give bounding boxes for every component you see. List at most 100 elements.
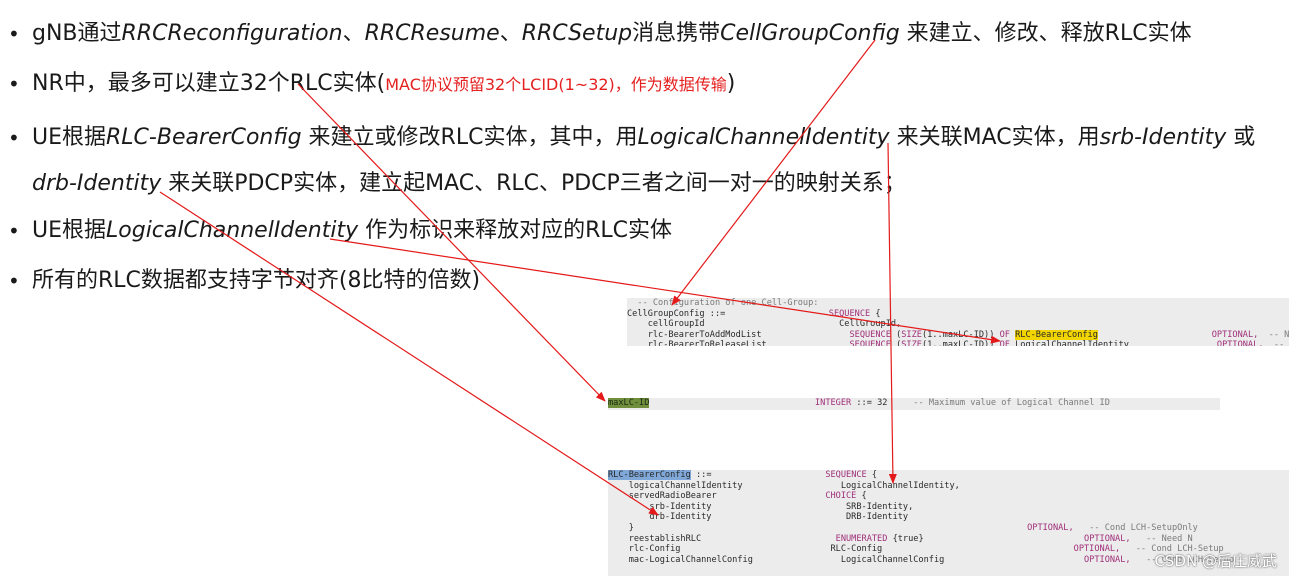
bullet-text: CellGroupConfig <box>720 21 900 46</box>
code-token: SEQUENCE <box>849 329 891 340</box>
code-snippet-maxlc-id: maxLC-ID INTEGER ::= 32 -- Maximum value… <box>608 398 1220 410</box>
bullet-item: gNB通过RRCReconfiguration、RRCResume、RRCSet… <box>8 14 1288 54</box>
code-token <box>649 398 815 408</box>
code-token: servedRadioBearer <box>608 491 826 502</box>
code-line: rlc-BearerToReleaseList SEQUENCE (SIZE(1… <box>627 340 1289 346</box>
code-token: OPTIONAL, <box>1084 533 1131 544</box>
code-token: ( <box>890 340 902 346</box>
code-token: { <box>866 470 878 480</box>
bullet-text: UE根据 <box>32 218 107 243</box>
bullet-text: UE根据 <box>32 125 107 150</box>
bullet-text: 来关联MAC实体，用 <box>889 125 1100 150</box>
bullet-text: LogicalChannelIdentity <box>637 125 890 150</box>
code-line: CellGroupConfig ::= SEQUENCE { <box>627 309 1289 320</box>
code-token: srb-Identity SRB-Identity, <box>608 501 914 512</box>
code-token: reestablishRLC <box>608 533 836 544</box>
code-token: -- Cond LCH-SetupOnly <box>1073 522 1198 533</box>
code-line: logicalChannelIdentity LogicalChannelIde… <box>608 481 1289 492</box>
code-token: CellGroupConfig ::= <box>627 308 829 319</box>
code-token: rlc-Config RLC-Config <box>608 544 1074 555</box>
note-text: MAC协议预留32个LCID(1~32)，作为数据传输 <box>385 75 727 94</box>
code-token: (1..maxLC-ID)) <box>921 340 1000 346</box>
code-line: RLC-BearerConfig ::= SEQUENCE { <box>608 470 1289 481</box>
bullet-text: 作为标识来释放对应的RLC实体 <box>358 218 673 243</box>
code-token: -- Maximum value of Logical Channel ID <box>913 398 1110 408</box>
code-line: drb-Identity DRB-Identity <box>608 512 1289 523</box>
code-token <box>1098 330 1212 340</box>
bullet-text: RRCSetup <box>521 21 633 46</box>
code-line: rlc-BearerToAddModList SEQUENCE (SIZE(1.… <box>627 329 1289 341</box>
code-token: rlc-BearerToReleaseList <box>627 340 850 346</box>
bullet-text: RRCResume <box>364 21 500 46</box>
code-token: mac-LogicalChannelConfig LogicalChannelC… <box>608 554 1084 565</box>
bullet-text: drb-Identity <box>32 171 162 196</box>
bullet-item: NR中，最多可以建立32个RLC实体(MAC协议预留32个LCID(1~32)，… <box>8 64 1288 105</box>
code-token: -- Need N <box>1268 329 1289 340</box>
code-token: SEQUENCE <box>825 470 867 480</box>
code-token: SIZE <box>901 329 922 340</box>
bullet-text: ) <box>726 71 736 96</box>
bullet-list: gNB通过RRCReconfiguration、RRCResume、RRCSet… <box>8 14 1288 311</box>
code-token: RLC-BearerConfig <box>608 470 691 480</box>
code-line: rlc-Config RLC-Config OPTIONAL, -- Cond … <box>608 544 1289 555</box>
code-line: -- Configuration of one Cell-Group: <box>627 298 1289 309</box>
code-token: maxLC-ID <box>608 398 650 408</box>
bullet-text: 、 <box>499 21 522 46</box>
bullet-text: 消息携带 <box>632 21 721 46</box>
code-token: rlc-BearerToAddModList <box>627 329 850 340</box>
bullet-text: 、 <box>342 21 365 46</box>
code-token: ( <box>890 329 902 340</box>
code-token: OPTIONAL, <box>1211 329 1259 340</box>
code-line: cellGroupId CellGroupId, <box>627 319 1289 330</box>
code-line: srb-Identity SRB-Identity, <box>608 502 1289 513</box>
code-token: { <box>870 308 881 319</box>
code-token: SIZE <box>901 340 922 346</box>
code-token: OF <box>999 329 1010 340</box>
bullet-text: RLC-BearerConfig <box>106 125 302 150</box>
bullet-item: 所有的RLC数据都支持字节对齐(8比特的倍数) <box>8 261 1288 301</box>
code-line: servedRadioBearer CHOICE { <box>608 491 1289 502</box>
code-token: SEQUENCE <box>828 308 871 319</box>
code-token: LogicalChannelIdentity <box>1009 340 1217 346</box>
bullet-text: 来建立、修改、释放RLC实体 <box>899 21 1192 46</box>
code-line: mac-LogicalChannelConfig LogicalChannelC… <box>608 555 1289 566</box>
code-token: OPTIONAL, <box>1084 554 1131 565</box>
code-token: ENUMERATED <box>835 533 888 544</box>
bullet-text: 或 <box>1226 125 1256 150</box>
code-token: } <box>608 522 1028 533</box>
code-token: INTEGER <box>814 398 852 408</box>
code-line: maxLC-ID INTEGER ::= 32 -- Maximum value… <box>608 398 1220 409</box>
code-snippet-rlc-bearerconfig: RLC-BearerConfig ::= SEQUENCE { logicalC… <box>608 470 1289 576</box>
bullet-text: LogicalChannelIdentity <box>106 218 359 243</box>
code-token: CHOICE <box>825 491 857 502</box>
code-token: OPTIONAL, <box>1216 340 1264 346</box>
code-token: -- Cond LCH-Setup <box>1130 554 1235 565</box>
code-line: } OPTIONAL, -- Cond LCH-SetupOnly <box>608 523 1289 534</box>
code-token: OPTIONAL, <box>1027 522 1074 533</box>
bullet-item: UE根据RLC-BearerConfig 来建立或修改RLC实体，其中，用Log… <box>8 115 1288 207</box>
code-token: {true} <box>887 533 1085 544</box>
code-token: ::= <box>690 470 826 480</box>
code-token: SEQUENCE <box>849 340 891 346</box>
code-token: -- Need N <box>1273 340 1285 346</box>
code-token: logicalChannelIdentity LogicalChannelIde… <box>608 480 960 491</box>
code-line: reestablishRLC ENUMERATED {true} OPTIONA… <box>608 534 1289 545</box>
code-token: { <box>856 491 867 502</box>
watermark: CSDN @后庄威武 <box>1154 552 1277 570</box>
code-token: -- Cond LCH-Setup <box>1120 544 1224 555</box>
bullet-text: 来关联PDCP实体，建立起MAC、RLC、PDCP三者之间一对一的映射关系； <box>161 171 906 196</box>
code-token: cellGroupId CellGroupId, <box>627 319 902 330</box>
code-token: -- Need N <box>1130 533 1193 544</box>
bullet-text: srb-Identity <box>1099 125 1227 150</box>
code-token: drb-Identity DRB-Identity <box>608 512 909 523</box>
code-token: ::= 32 <box>851 398 914 408</box>
bullet-text: gNB通过 <box>32 21 122 46</box>
bullet-text: 所有的RLC数据都支持字节对齐(8比特的倍数) <box>32 268 481 293</box>
bullet-text: 来建立或修改RLC实体，其中，用 <box>301 125 638 150</box>
code-token: (1..maxLC-ID)) <box>921 329 1000 340</box>
code-token: RLC-BearerConfig <box>1015 329 1098 340</box>
code-token: OF <box>999 340 1010 346</box>
code-token: -- Configuration of one Cell-Group: <box>627 298 819 308</box>
code-snippet-cellgroupconfig: -- Configuration of one Cell-Group:CellG… <box>627 298 1289 346</box>
bullet-text: RRCReconfiguration <box>121 21 343 46</box>
